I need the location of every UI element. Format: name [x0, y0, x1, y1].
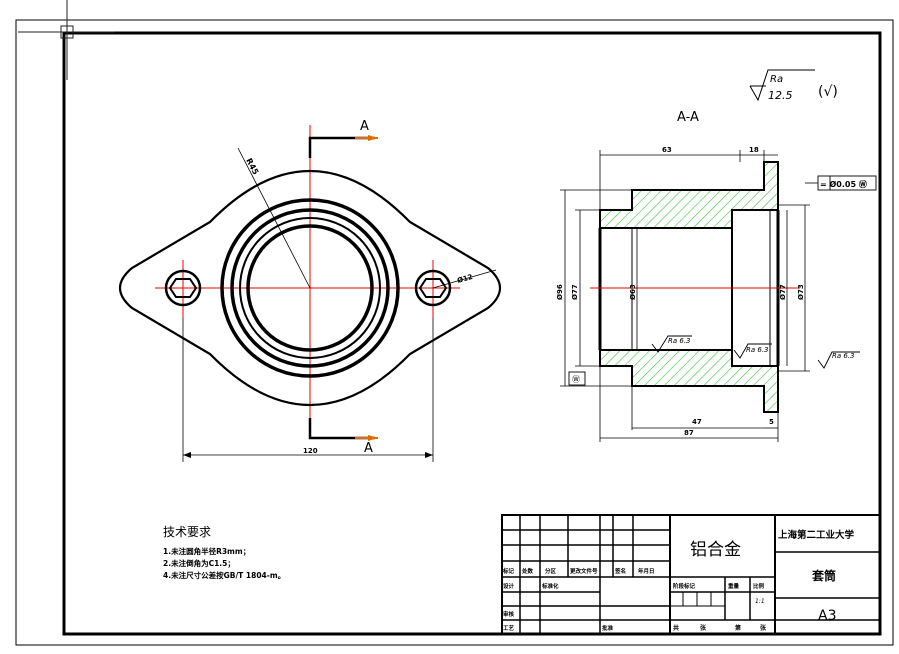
- dim-top-1: 63: [662, 146, 672, 154]
- stage-mark-label: 阶段标记: [673, 582, 696, 590]
- notes-line-3: 4.未注尺寸公差按GB/T 1804-m。: [163, 570, 285, 580]
- cut-label-bottom: A: [364, 441, 373, 456]
- rev-label-date: 年月日: [638, 567, 655, 575]
- section-view: A-A Ra 12.5 (√) 63 18: [556, 69, 877, 442]
- roughness-mark-icon: [651, 335, 692, 353]
- scale-value: 1:1: [755, 598, 765, 605]
- roughness-value: 12.5: [768, 89, 793, 102]
- dim-bottom-2: 87: [684, 429, 694, 437]
- title-block: [501, 514, 881, 635]
- cut-label-top: A: [360, 119, 369, 134]
- approve-label: 批准: [602, 624, 614, 632]
- roughness-general-icon: [749, 69, 815, 102]
- roughness-symbol: Ra: [770, 74, 783, 85]
- crosshair-cursor-icon: [18, 0, 115, 80]
- sheet-index-unit: 张: [760, 624, 767, 632]
- rev-label-zone: 分区: [545, 567, 557, 575]
- section-title: A-A: [677, 110, 699, 125]
- sheet-total-unit: 张: [700, 624, 707, 632]
- technical-notes: 技术要求 1.未注圆角半径R3mm； 2.未注倒角为C1.5； 4.未注尺寸公差…: [163, 525, 285, 580]
- sheet-index-label: 第: [734, 624, 741, 632]
- process-label: 工艺: [503, 624, 515, 632]
- school-name: 上海第二工业大学: [778, 529, 855, 541]
- roughness-mark-icon: [733, 343, 772, 359]
- tolerance-frame: = Ø0.05 Ⓦ: [820, 179, 867, 189]
- front-view: R45 Ø12 120 A A: [118, 119, 502, 462]
- rev-label-count: 处数: [521, 567, 534, 575]
- standard-label: 标准化: [541, 582, 559, 590]
- dim-bottom-1: 47: [692, 418, 702, 426]
- design-label: 设计: [503, 582, 515, 590]
- weight-label: 重量: [728, 582, 740, 590]
- dim-vert-1: Ø96: [556, 284, 564, 300]
- roughness-mark-3: Ra 6.3: [832, 352, 855, 360]
- sheet-total-label: 共: [673, 624, 679, 632]
- dim-bottom-3: 5: [769, 418, 774, 426]
- center-distance-dimension: 120: [303, 447, 318, 455]
- material-label: 铝合金: [690, 540, 741, 560]
- dim-vert-5: Ø73: [797, 284, 805, 300]
- rev-label-mark: 标记: [502, 567, 515, 575]
- dim-vert-4: Ø77: [779, 284, 787, 300]
- outer-frame: [15, 19, 894, 646]
- roughness-suffix: (√): [818, 84, 838, 100]
- notes-line-2: 2.未注倒角为C1.5；: [163, 558, 235, 569]
- hole-dimension: Ø12: [456, 273, 473, 285]
- dim-vert-3: Ø63: [629, 284, 637, 300]
- datum-label: Ⓦ: [572, 375, 580, 384]
- part-name: 套筒: [811, 568, 836, 583]
- notes-line-1: 1.未注圆角半径R3mm；: [163, 546, 250, 557]
- radius-dimension: R45: [244, 157, 260, 177]
- sheet-size: A3: [818, 608, 836, 624]
- rev-label-sign: 签名: [614, 567, 626, 575]
- inner-frame: [62, 31, 882, 636]
- dim-top-2: 18: [749, 146, 759, 154]
- notes-heading: 技术要求: [163, 525, 211, 539]
- roughness-mark-icon: [817, 351, 860, 369]
- rev-label-doc: 更改文件号: [570, 567, 598, 575]
- title-block-text: 铝合金 上海第二工业大学 套筒 A3 标记 处数 分区 更改文件号 签名 年月日…: [502, 529, 855, 632]
- scale-label: 比例: [753, 582, 765, 590]
- review-label: 审核: [503, 610, 515, 618]
- roughness-mark-2: Ra 6.3: [746, 346, 769, 354]
- roughness-mark-1: Ra 6.3: [668, 337, 691, 345]
- dim-vert-2: Ø77: [571, 284, 579, 300]
